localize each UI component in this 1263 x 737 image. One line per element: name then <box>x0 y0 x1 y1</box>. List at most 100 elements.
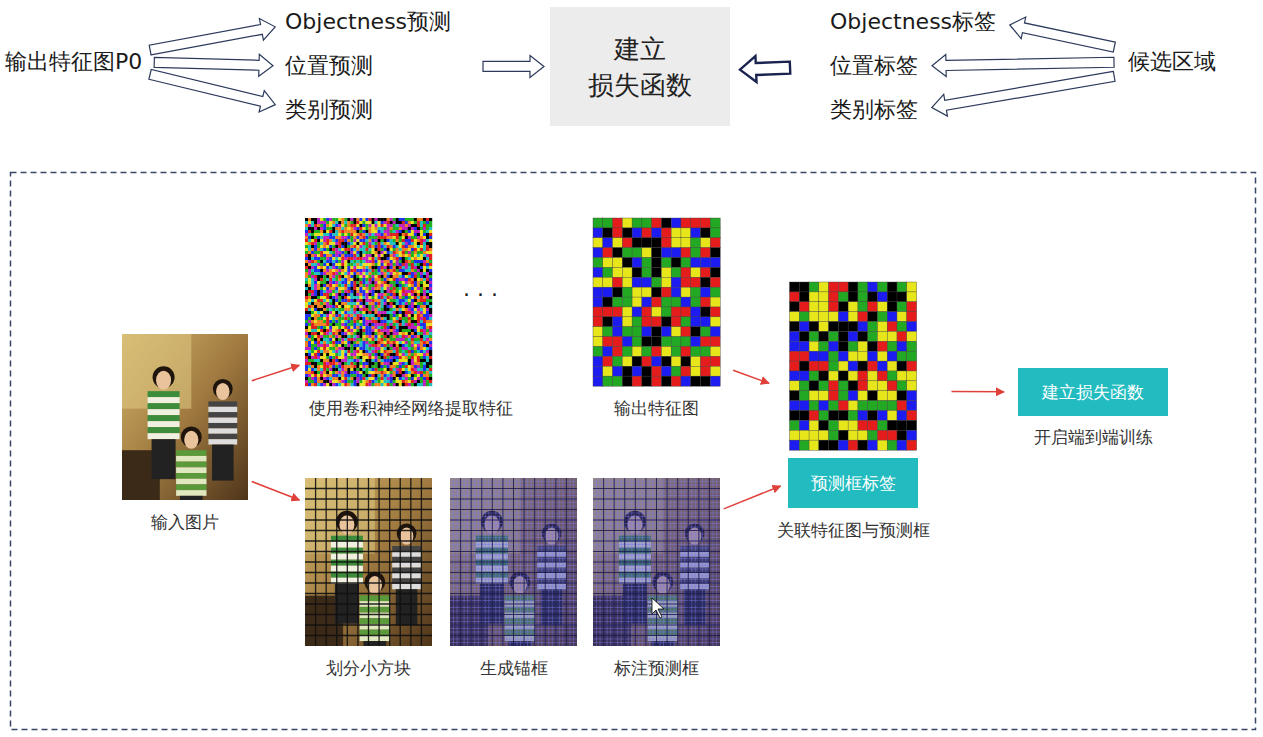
feature-cell <box>326 248 329 251</box>
feature-cell <box>353 332 356 335</box>
feature-cell <box>347 308 350 311</box>
feature-cell <box>335 302 338 305</box>
feature-cell <box>384 284 387 287</box>
feature-cell <box>396 239 399 242</box>
feature-cell <box>426 224 429 227</box>
feature-cell <box>320 281 323 284</box>
feature-cell <box>417 281 420 284</box>
feature-cell <box>429 302 432 305</box>
feature-cell <box>350 239 353 242</box>
feature-cell <box>423 353 426 356</box>
feature-cell <box>347 332 350 335</box>
feature-cell <box>320 260 323 263</box>
feature-cell <box>365 320 368 323</box>
feature-cell <box>414 230 417 233</box>
feature-cell <box>375 341 378 344</box>
feature-cell <box>362 341 365 344</box>
feature-cell <box>365 284 368 287</box>
feature-cell <box>420 317 423 320</box>
feature-cell <box>353 278 356 281</box>
feature-cell <box>396 230 399 233</box>
feature-cell <box>411 290 414 293</box>
feature-cell <box>408 323 411 326</box>
feature-cell <box>390 275 393 278</box>
feature-cell <box>423 287 426 290</box>
feature-cell <box>314 221 317 224</box>
feature-cell <box>390 305 393 308</box>
feature-cell <box>308 221 311 224</box>
feature-cell <box>378 251 381 254</box>
feature-cell <box>372 341 375 344</box>
feature-cell <box>344 242 347 245</box>
feature-cell <box>372 218 375 221</box>
feature-cell <box>326 347 329 350</box>
feature-cell <box>329 302 332 305</box>
feature-cell <box>347 335 350 338</box>
feature-cell <box>365 305 368 308</box>
feature-cell <box>353 314 356 317</box>
feature-cell <box>338 356 341 359</box>
feature-cell <box>411 248 414 251</box>
feature-cell <box>429 242 432 245</box>
feature-cell <box>402 347 405 350</box>
feature-cell <box>393 221 396 224</box>
feature-cell <box>335 260 338 263</box>
feature-cell <box>323 317 326 320</box>
feature-cell <box>305 281 308 284</box>
feature-cell <box>426 290 429 293</box>
feature-cell <box>396 353 399 356</box>
feature-cell <box>375 317 378 320</box>
feature-cell <box>384 263 387 266</box>
feature-cell <box>417 335 420 338</box>
feature-cell <box>323 281 326 284</box>
feature-cell <box>356 359 359 362</box>
feature-cell <box>317 284 320 287</box>
feature-cell <box>356 350 359 353</box>
feature-cell <box>362 239 365 242</box>
feature-cell <box>408 278 411 281</box>
feature-cell <box>344 239 347 242</box>
feature-cell <box>372 299 375 302</box>
feature-cell <box>335 332 338 335</box>
feature-cell <box>335 269 338 272</box>
feature-cell <box>350 290 353 293</box>
feature-cell <box>335 221 338 224</box>
feature-cell <box>359 359 362 362</box>
feature-cell <box>326 308 329 311</box>
feature-cell <box>369 266 372 269</box>
feature-cell <box>335 236 338 239</box>
feature-cell <box>426 275 429 278</box>
feature-cell <box>420 275 423 278</box>
feature-cell <box>399 323 402 326</box>
feature-cell <box>365 317 368 320</box>
feature-cell <box>396 302 399 305</box>
feature-cell <box>405 320 408 323</box>
feature-cell <box>326 284 329 287</box>
feature-cell <box>387 245 390 248</box>
feature-cell <box>375 221 378 224</box>
feature-cell <box>359 221 362 224</box>
feature-cell <box>350 266 353 269</box>
feature-cell <box>375 233 378 236</box>
feature-cell <box>423 251 426 254</box>
feature-cell <box>332 245 335 248</box>
feature-cell <box>390 245 393 248</box>
feature-cell <box>341 323 344 326</box>
feature-cell <box>402 248 405 251</box>
feature-cell <box>335 266 338 269</box>
feature-cell <box>396 356 399 359</box>
feature-cell <box>356 347 359 350</box>
feature-cell <box>332 356 335 359</box>
feature-cell <box>378 227 381 230</box>
feature-cell <box>347 272 350 275</box>
feature-cell <box>369 347 372 350</box>
feature-cell <box>365 332 368 335</box>
feature-cell <box>317 335 320 338</box>
feature-cell <box>426 341 429 344</box>
feature-cell <box>381 248 384 251</box>
feature-cell <box>338 269 341 272</box>
feature-cell <box>320 278 323 281</box>
feature-cell <box>423 266 426 269</box>
feature-cell <box>408 290 411 293</box>
feature-cell <box>387 338 390 341</box>
